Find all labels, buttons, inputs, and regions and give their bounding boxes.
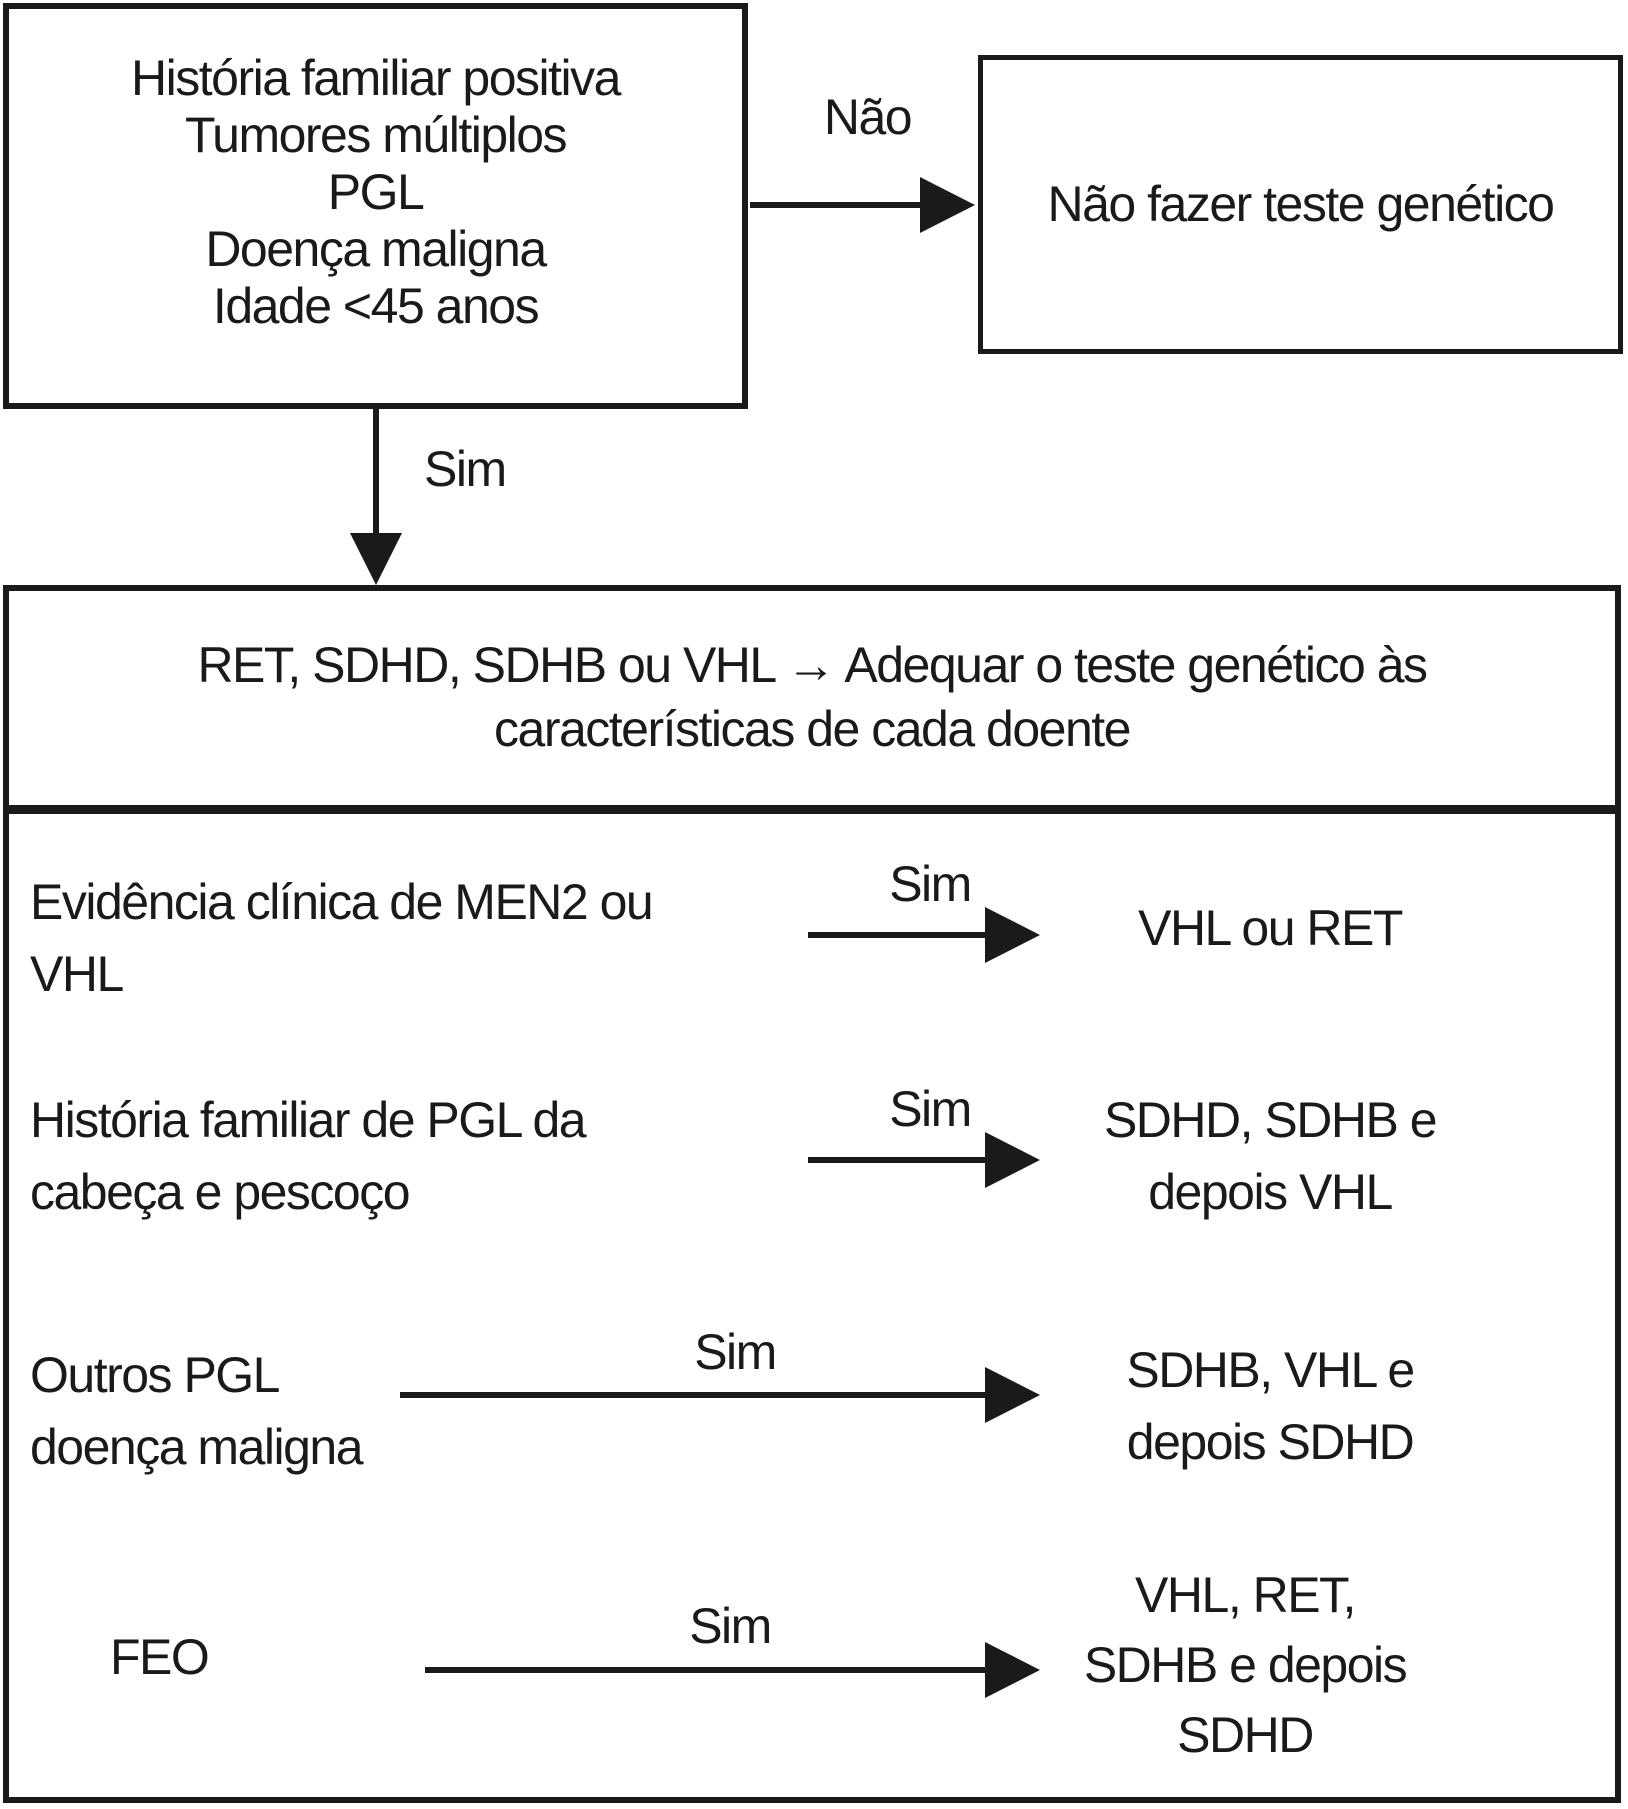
- gene-box: [3, 585, 1621, 1803]
- row-arrow: [400, 1367, 1040, 1423]
- gene-box-header: RET, SDHD, SDHB ou VHL → Adequar o teste…: [197, 637, 1428, 757]
- arrow-shaft: [425, 1667, 987, 1673]
- arrow-right-icon: [920, 177, 975, 233]
- row-condition: História familiar de PGL da cabeça e pes…: [30, 1092, 587, 1220]
- criteria-box: História familiar positiva Tumores múlti…: [3, 3, 748, 409]
- row-result: VHL, RET, SDHB e depois SDHD: [1083, 1567, 1408, 1763]
- arrow-shaft: [750, 202, 922, 208]
- row-result: SDHB, VHL e depois SDHD: [1126, 1342, 1415, 1470]
- no-branch-arrow: [750, 177, 975, 233]
- row-arrow: [425, 1642, 1040, 1698]
- row-arrow-label: Sim: [689, 1598, 772, 1654]
- no-branch-label: Não: [823, 89, 913, 145]
- row-condition: FEO: [110, 1629, 210, 1685]
- arrow-shaft: [400, 1392, 987, 1398]
- arrow-right-icon: [985, 1642, 1040, 1698]
- arrow-shaft: [808, 932, 987, 938]
- row-condition: Evidência clínica de MEN2 ou VHL: [30, 874, 654, 1002]
- arrow-right-icon: [985, 907, 1040, 963]
- arrow-shaft: [808, 1157, 987, 1163]
- yes-branch-label: Sim: [424, 441, 507, 497]
- arrow-shaft: [373, 409, 379, 535]
- row-result: VHL ou RET: [1138, 900, 1403, 956]
- row-result: SDHD, SDHB e depois VHL: [1103, 1092, 1438, 1220]
- arrow-right-icon: [985, 1132, 1040, 1188]
- no-result-box: Não fazer teste genético: [978, 55, 1623, 354]
- row-arrow: [808, 907, 1040, 963]
- row-condition: Outros PGL doença maligna: [30, 1347, 364, 1475]
- gene-box-divider: [3, 805, 1621, 814]
- row-arrow-label: Sim: [889, 1081, 972, 1137]
- arrow-right-icon: [985, 1367, 1040, 1423]
- yes-branch-arrow: [350, 409, 402, 585]
- row-arrow-label: Sim: [694, 1324, 777, 1380]
- row-arrow-label: Sim: [889, 856, 972, 912]
- row-arrow: [808, 1132, 1040, 1188]
- arrow-down-icon: [350, 533, 402, 585]
